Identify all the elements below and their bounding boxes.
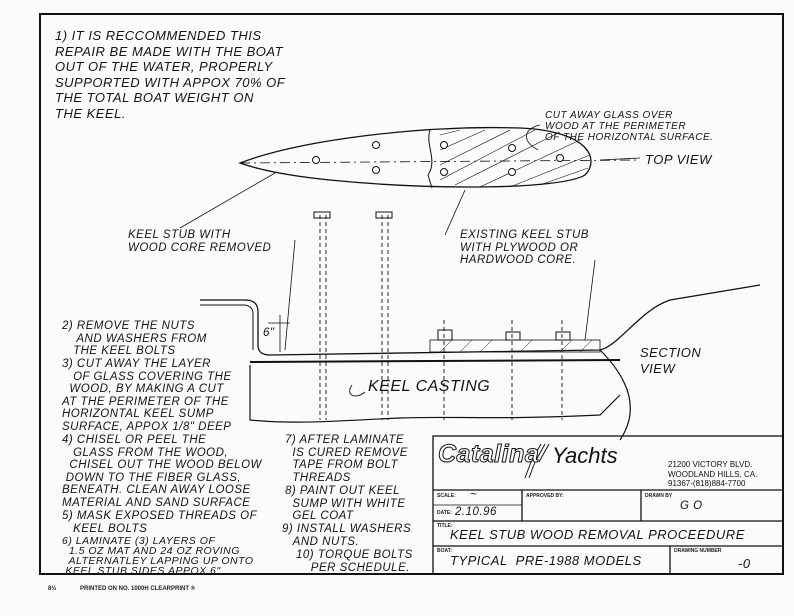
catalina-logo: Catalina (437, 440, 540, 469)
note-10: 10) TORQUE BOLTS PER SCHEDULE. (296, 549, 413, 574)
note-2: 2) REMOVE THE NUTS AND WASHERS FROM THE … (62, 320, 207, 357)
title-block-lines (432, 435, 784, 575)
approved-label: APPROVED BY: (526, 493, 564, 499)
note-1: 1) IT IS RECCOMMENDED THIS REPAIR BE MAD… (55, 28, 286, 121)
dimension-label: 6" (263, 327, 275, 339)
printed-on-note: PRINTED ON NO. 1000H CLEARPRINT ® (80, 586, 196, 592)
sheet-border (39, 13, 784, 575)
section-view-label: SECTION VIEW (640, 345, 702, 376)
existing-keel-stub-label: EXISTING KEEL STUB WITH PLYWOOD OR HARDW… (460, 229, 589, 266)
note-3: 3) CUT AWAY THE LAYER OF GLASS COVERING … (62, 358, 232, 433)
note-8: 8) PAINT OUT KEEL SUMP WITH WHITE GEL CO… (285, 485, 406, 522)
hull-section-outline (200, 284, 761, 356)
company-address: 21200 VICTORY BLVD. WOODLAND HILLS, CA. … (668, 460, 758, 488)
note-6: 6) LAMINATE (3) LAYERS OF 1.5 OZ MAT AND… (62, 535, 254, 577)
keel-casting-label: KEEL CASTING (368, 378, 491, 395)
drawing-title: KEEL STUB WOOD REMOVAL PROCEEDURE (450, 527, 745, 542)
paper-size-mark: 8½ (48, 586, 57, 592)
drawing-number-value: -0 (738, 556, 751, 571)
note-5: 5) MASK EXPOSED THREADS OF KEEL BOLTS (62, 510, 258, 535)
scale-value: ~ (470, 489, 478, 501)
cut-away-label: CUT AWAY GLASS OVER WOOD AT THE PERIMETE… (545, 110, 714, 143)
note-4: 4) CHISEL OR PEEL THE GLASS FROM THE WOO… (62, 434, 262, 509)
top-view-label: TOP VIEW (645, 152, 712, 167)
top-view-keel-outline (238, 127, 592, 188)
scale-label: SCALE: (437, 493, 456, 499)
keel-stub-label: KEEL STUB WITH WOOD CORE REMOVED (128, 229, 272, 254)
date-label: DATE: (437, 510, 452, 516)
yachts-logo: Yachts (552, 443, 618, 468)
note-7: 7) AFTER LAMINATE IS CURED REMOVE TAPE F… (285, 434, 408, 484)
drawn-by-value: G O (680, 500, 703, 512)
boat-label: BOAT: (437, 548, 452, 554)
title-label: TITLE: (437, 523, 453, 529)
boat-value: TYPICAL PRE-1988 MODELS (450, 553, 642, 568)
date-value: 2.10.96 (455, 506, 497, 518)
drawn-by-label: DRAWN BY (645, 493, 673, 499)
note-9: 9) INSTALL WASHERS AND NUTS. (282, 523, 412, 548)
drawing-number-label: DRAWING NUMBER (674, 548, 722, 554)
